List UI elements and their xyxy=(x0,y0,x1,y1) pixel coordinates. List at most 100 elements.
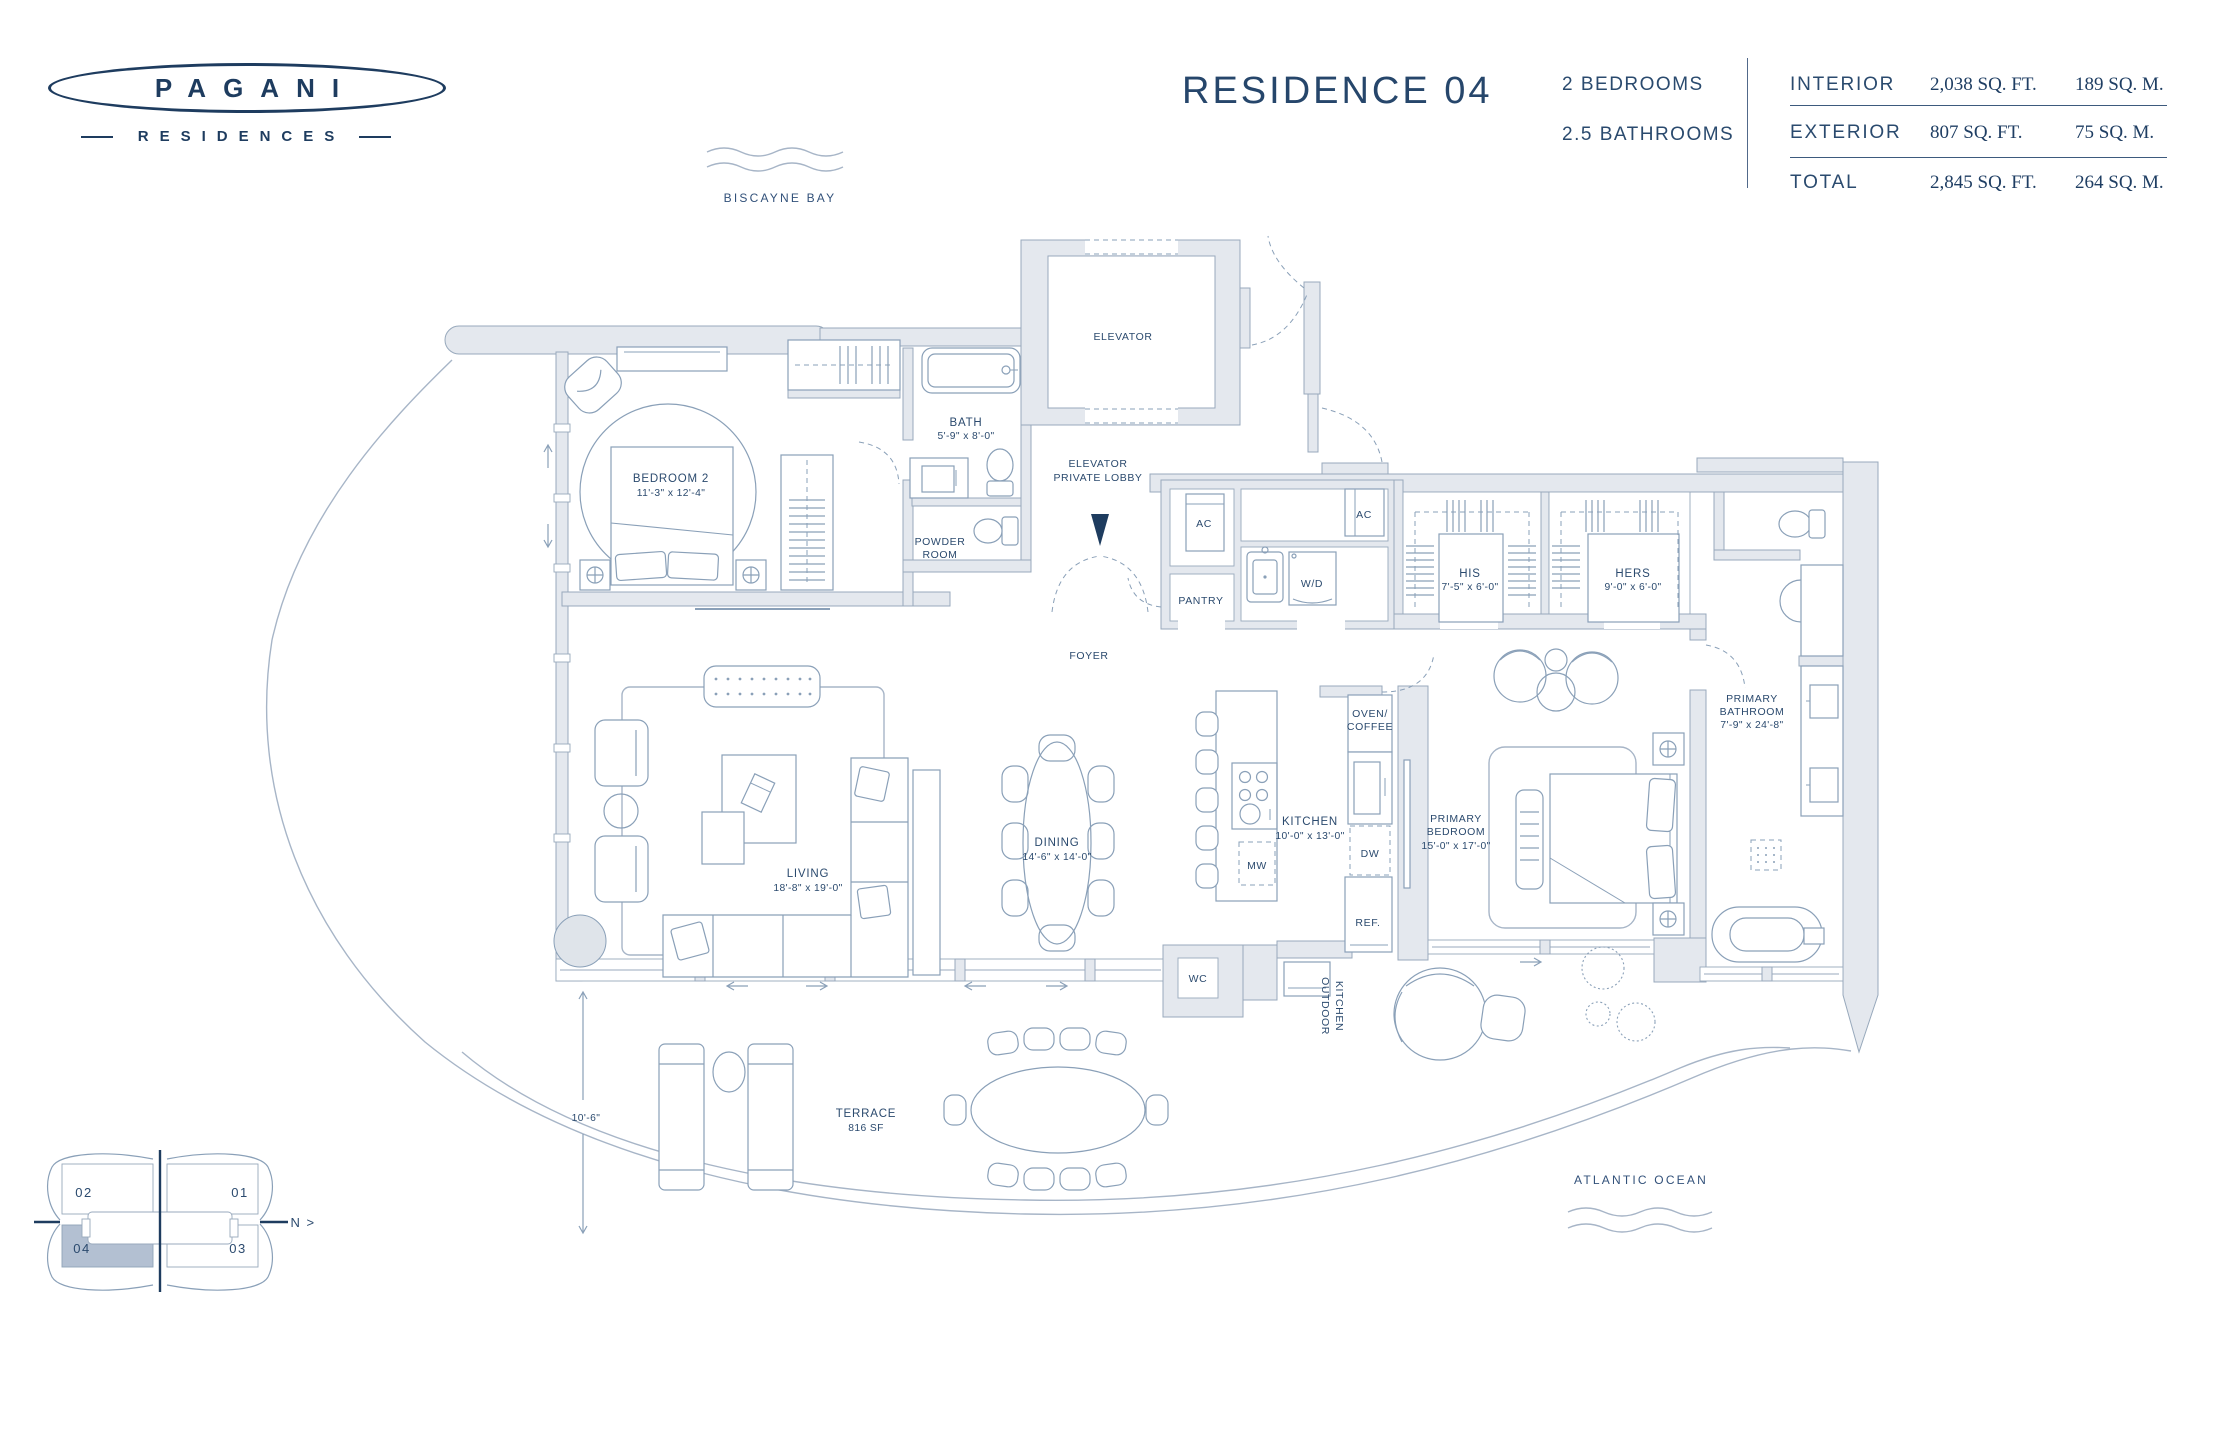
media-console xyxy=(912,769,941,976)
annotation-arrows xyxy=(543,443,1543,1235)
area-label: INTERIOR xyxy=(1790,74,1896,95)
room-label-lobby: ELEVATOR xyxy=(1068,458,1127,470)
room-labels: ELEVATOR ELEVATOR PRIVATE LOBBY BEDROOM … xyxy=(633,331,1784,1134)
room-label-powder: POWDER xyxy=(915,536,966,548)
room-label-dw: DW xyxy=(1361,848,1380,860)
area-label: TOTAL xyxy=(1790,172,1859,193)
header-divider xyxy=(1747,58,1748,188)
ac-unit xyxy=(1344,488,1385,537)
closet-island xyxy=(1587,533,1680,623)
room-dims-kitchen: 10'-0" x 13'-0" xyxy=(1275,831,1344,842)
coffee-table xyxy=(701,754,797,865)
nightstand xyxy=(579,559,767,591)
room-label-pantry: PANTRY xyxy=(1178,595,1223,607)
room-label-lobby: PRIVATE LOBBY xyxy=(1053,472,1142,484)
armchair xyxy=(594,719,649,787)
bathroom-count: 2.5 BATHROOMS xyxy=(1562,124,1735,145)
room-dims-primary-bath: 7'-9" x 24'-8" xyxy=(1720,720,1783,731)
keyplan-label-03: 03 xyxy=(229,1241,246,1256)
table-rule xyxy=(1790,157,2167,158)
armchair xyxy=(594,835,649,903)
room-label-ref: REF. xyxy=(1355,917,1380,929)
room-label-outdoor-kitchen: OUTDOOR xyxy=(1319,977,1331,1035)
bench xyxy=(1515,789,1544,890)
plants xyxy=(1581,946,1656,1042)
keyplan-label-01: 01 xyxy=(231,1185,248,1200)
dining-set xyxy=(1001,734,1115,952)
room-label-primary-bedroom: PRIMARY xyxy=(1430,813,1482,825)
room-label-primary-bedroom: BEDROOM xyxy=(1427,826,1485,838)
loungers xyxy=(658,1043,794,1191)
bathtub xyxy=(921,347,1021,394)
freestanding-tub xyxy=(1711,906,1825,963)
pagani-logo: PAGANI xyxy=(48,63,446,113)
closet-island xyxy=(1438,533,1504,623)
room-dims-bath: 5'-9" x 8'-0" xyxy=(937,431,994,442)
room-area-terrace: 816 SF xyxy=(848,1123,884,1134)
outdoor-lounge-chair xyxy=(1393,967,1526,1061)
round-chairs xyxy=(1493,648,1619,712)
room-label-bath: BATH xyxy=(949,417,982,429)
room-label-kitchen: KITCHEN xyxy=(1282,816,1338,828)
logo-subtitle: RESIDENCES xyxy=(40,128,432,145)
room-dims-bedroom2: 11'-3" x 12'-4" xyxy=(637,488,706,499)
closet xyxy=(780,454,834,591)
svg-text:BISCAYNE BAY: BISCAYNE BAY xyxy=(724,191,837,205)
area-sqm: 264 SQ. M. xyxy=(2075,172,2164,193)
area-sqm: 75 SQ. M. xyxy=(2075,122,2155,143)
logo-dash-left xyxy=(80,135,113,138)
room-label-ac: AC xyxy=(1196,518,1212,530)
room-label-outdoor-kitchen: KITCHEN xyxy=(1333,981,1345,1031)
compass-icon: N > xyxy=(290,1215,315,1230)
area-label: EXTERIOR xyxy=(1790,122,1902,143)
room-dims-his: 7'-5" x 6'-0" xyxy=(1441,582,1498,593)
terrace-depth-dimension: 10'-6" xyxy=(572,1113,601,1124)
vanity-sink xyxy=(909,457,969,499)
furniture-layer xyxy=(553,339,1844,1191)
room-label-hers: HERS xyxy=(1615,568,1650,580)
side-table xyxy=(603,793,639,829)
room-label-his: HIS xyxy=(1459,568,1481,580)
room-label-living: LIVING xyxy=(787,868,830,880)
double-vanity xyxy=(1800,564,1844,817)
toilet xyxy=(986,448,1014,497)
room-dims-hers: 9'-0" x 6'-0" xyxy=(1604,582,1661,593)
room-label-primary-bath: PRIMARY xyxy=(1726,693,1778,705)
logo-subtitle-text: RESIDENCES xyxy=(137,128,346,145)
area-sqft: 807 SQ. FT. xyxy=(1930,122,2023,143)
toilet xyxy=(973,516,1019,546)
keyplan: 02 01 04 03 N > xyxy=(34,1150,315,1292)
grill xyxy=(1283,961,1331,997)
wave-icon xyxy=(706,147,844,157)
kitchen-island xyxy=(1195,690,1278,902)
nightstand xyxy=(1652,732,1685,936)
armchair xyxy=(564,356,622,414)
wave-icon xyxy=(1567,1207,1713,1217)
outdoor-dining-set xyxy=(943,1027,1169,1191)
room-label-foyer: FOYER xyxy=(1069,650,1108,662)
room-label-dining: DINING xyxy=(1034,837,1079,849)
area-sqft: 2,038 SQ. FT. xyxy=(1930,74,2037,95)
door-swings xyxy=(858,235,1802,693)
wave-icon xyxy=(1567,1223,1713,1233)
area-sqm: 189 SQ. M. xyxy=(2075,74,2164,95)
room-label-oven: COFFEE xyxy=(1347,721,1393,733)
sectional-sofa xyxy=(662,757,909,978)
room-label-mw: MW xyxy=(1247,860,1267,872)
room-label-primary-bath: BATHROOM xyxy=(1720,706,1785,718)
logo-dash-right xyxy=(359,135,392,138)
logo-wordmark: PAGANI xyxy=(154,72,357,103)
room-dims-primary-bedroom: 15'-0" x 17'-0" xyxy=(1421,841,1490,852)
shower xyxy=(1750,839,1782,871)
room-dims-living: 18'-8" x 19'-0" xyxy=(773,883,842,894)
keyplan-unit-01 xyxy=(166,1163,259,1215)
laundry-sink xyxy=(1246,546,1284,603)
pouf xyxy=(553,914,607,968)
bedroom-count: 2 BEDROOMS xyxy=(1562,74,1704,95)
biscayne-bay-label: BISCAYNE BAY xyxy=(706,147,844,205)
entry-marker-icon xyxy=(1091,514,1109,546)
wave-icon xyxy=(706,162,844,172)
keyplan-label-02: 02 xyxy=(75,1185,92,1200)
room-label-wd: W/D xyxy=(1301,578,1323,590)
